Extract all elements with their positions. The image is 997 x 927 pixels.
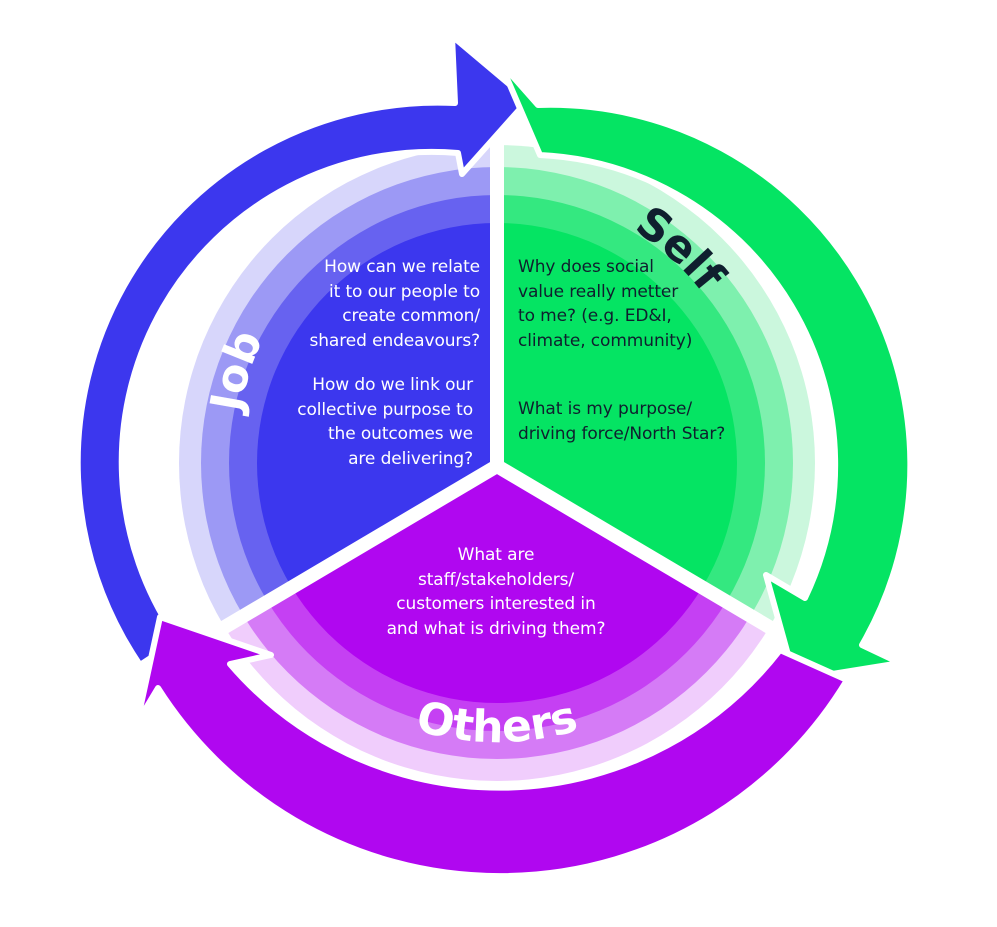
job-question-1-line: create common/ xyxy=(342,306,480,326)
self-question-1-line: value really metter xyxy=(518,281,679,302)
self-question-1-line: Why does social xyxy=(518,257,654,277)
others-question-1-line: and what is driving them? xyxy=(386,618,606,639)
self-question-2-line: driving force/North Star? xyxy=(518,423,726,444)
job-question-2-line: How do we link our xyxy=(312,375,473,395)
others-question-1-line: What are xyxy=(457,545,535,565)
job-question-2: How do we link our collective purpose to… xyxy=(297,373,473,471)
job-question-2-line: collective purpose to xyxy=(297,399,473,420)
others-arrow xyxy=(134,614,850,880)
others-sector xyxy=(179,463,815,781)
job-question-1-line: How can we relate xyxy=(324,257,480,277)
self-arrow xyxy=(497,59,914,683)
others-question-1-line: customers interested in xyxy=(396,594,596,614)
job-question-1: How can we relate it to our people to cr… xyxy=(309,255,480,353)
self-question-2-line: What is my purpose/ xyxy=(518,399,692,419)
self-question-1-line: climate, community) xyxy=(518,330,693,351)
job-question-2-line: are delivering? xyxy=(348,448,473,469)
others-question-1: What are staff/stakeholders/ customers i… xyxy=(346,543,646,641)
job-arrow xyxy=(74,33,531,668)
sector-dividers xyxy=(192,120,802,651)
self-question-1: Why does social value really metter to m… xyxy=(518,255,692,353)
others-question-1-line: staff/stakeholders/ xyxy=(417,569,575,590)
job-question-1-line: it to our people to xyxy=(328,281,480,302)
self-question-2: What is my purpose/ driving force/North … xyxy=(518,397,725,446)
job-question-1-line: shared endeavours? xyxy=(309,330,480,351)
job-question-2-line: the outcomes we xyxy=(327,424,473,444)
self-question-1-line: to me? (e.g. ED&I, xyxy=(518,306,672,326)
